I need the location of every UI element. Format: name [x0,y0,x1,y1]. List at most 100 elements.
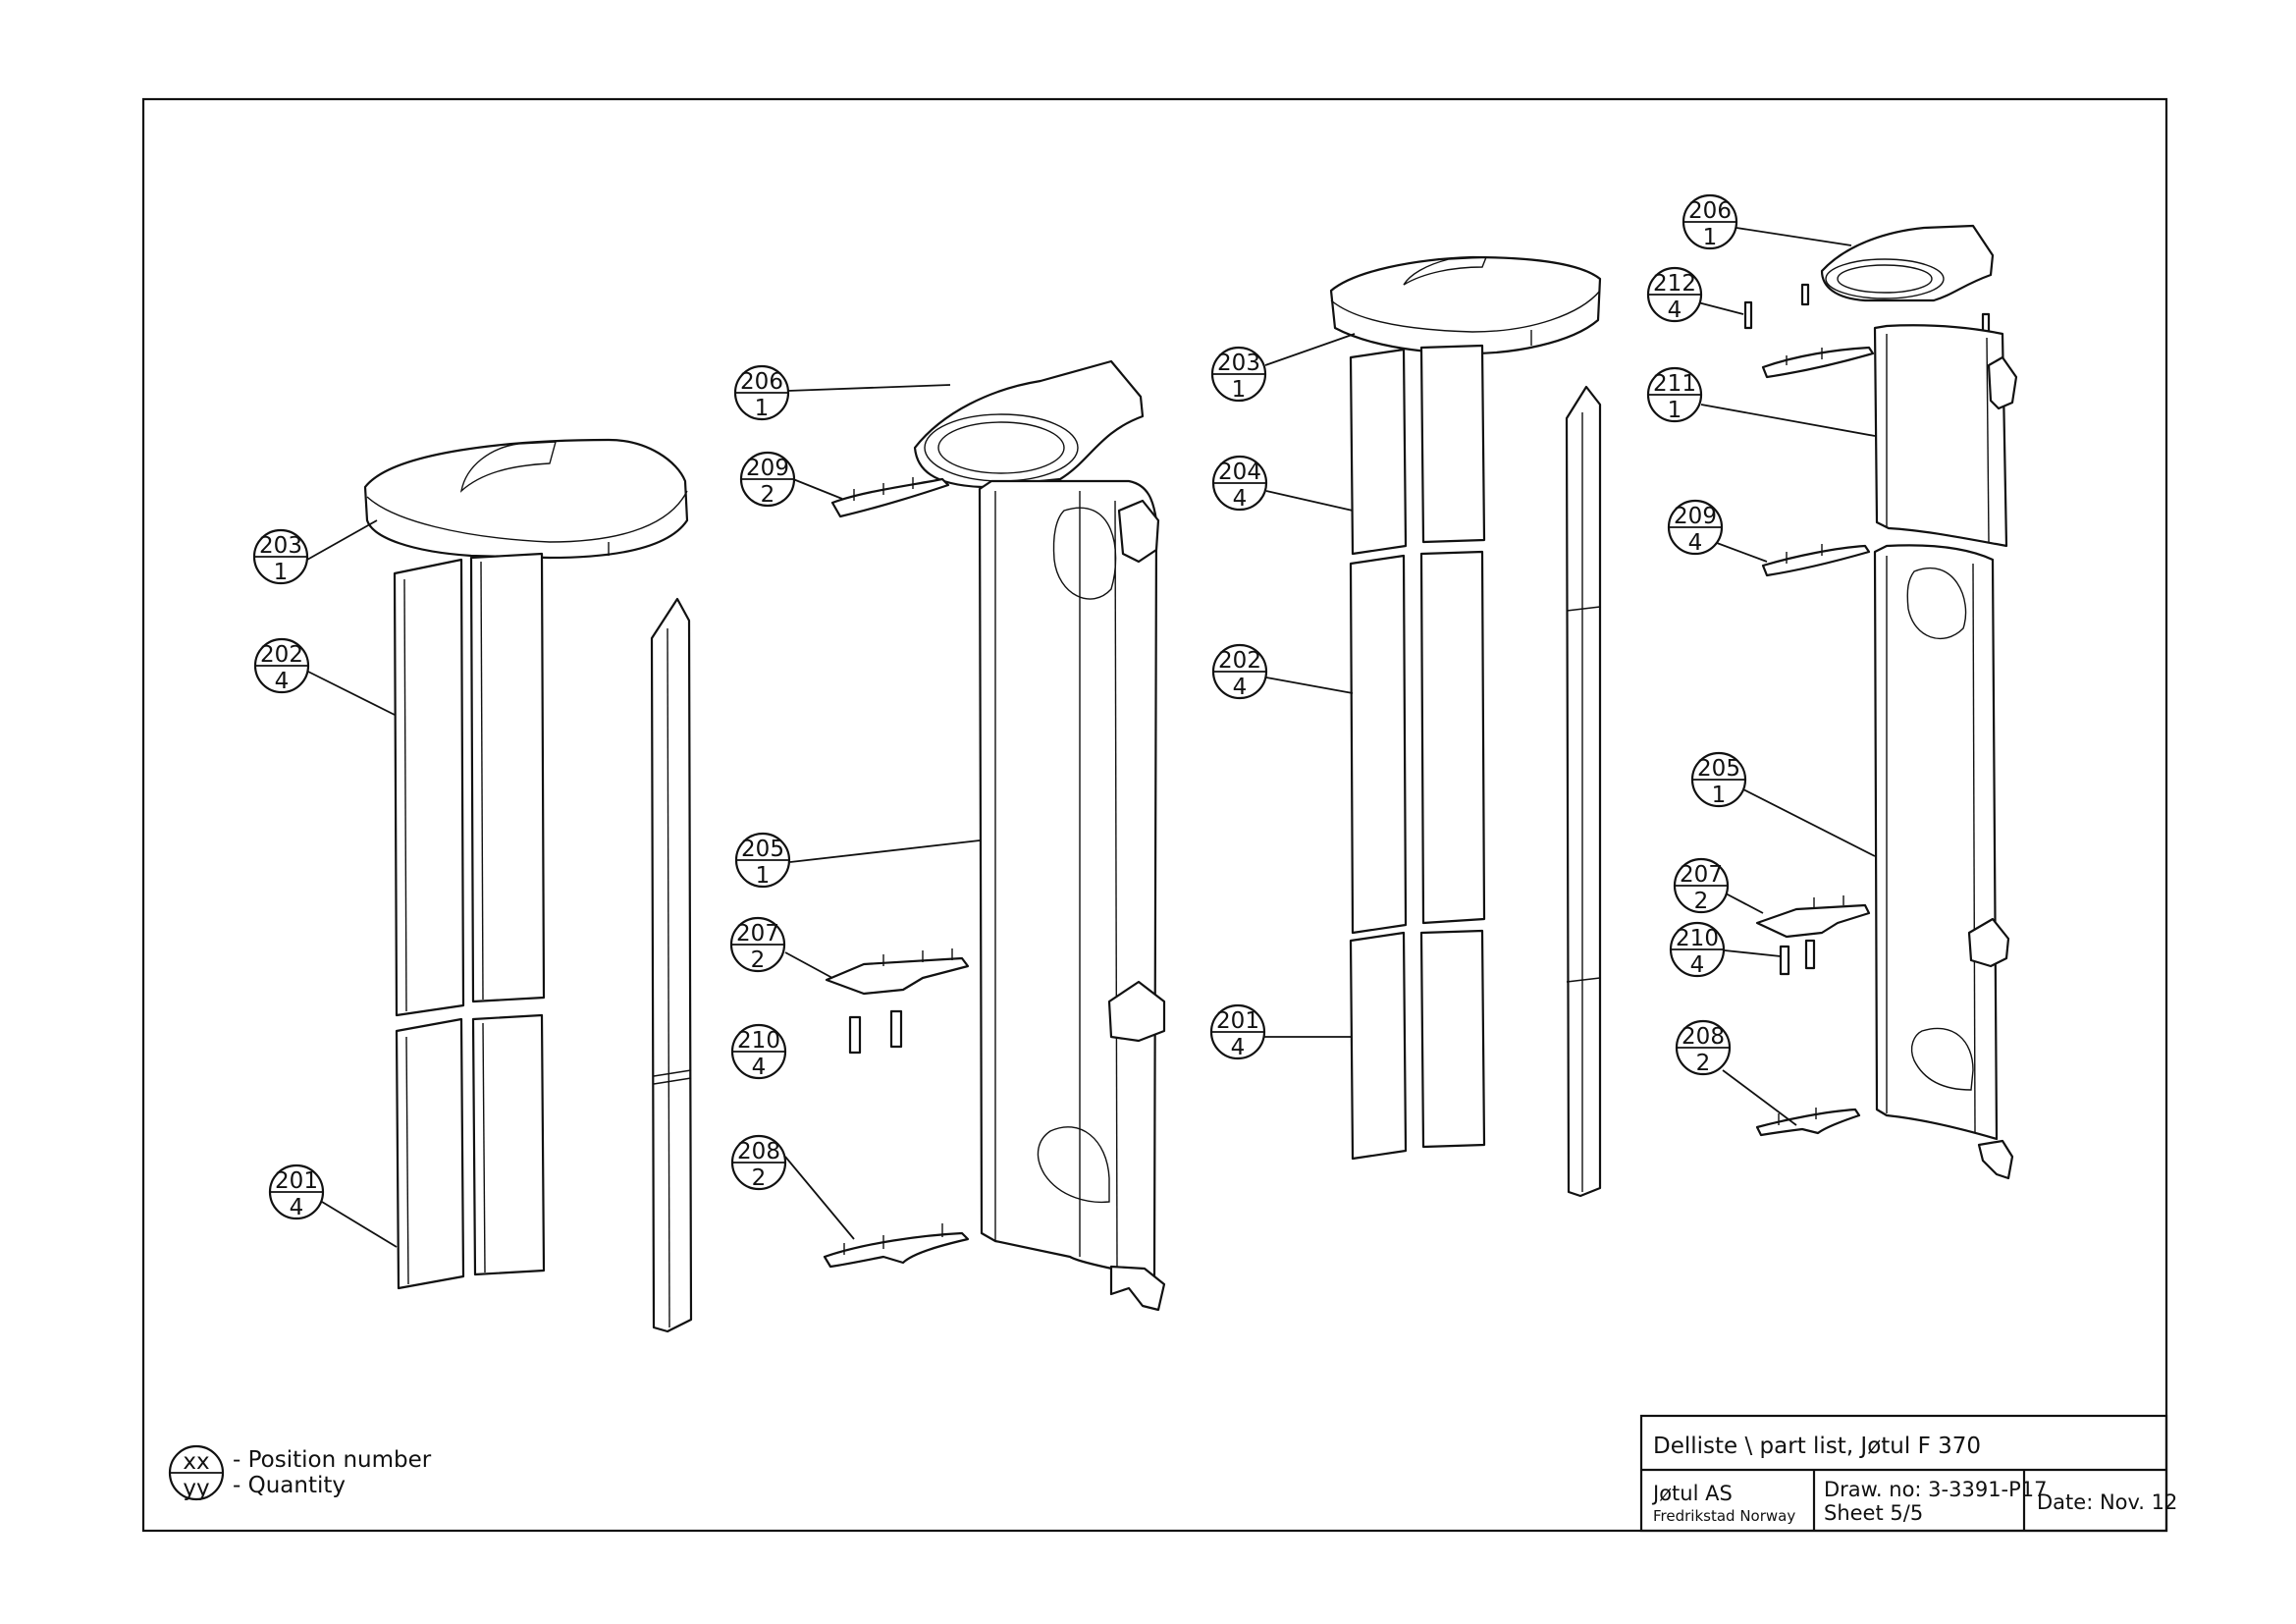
assembly-4 [1743,224,2018,1180]
legend-quantity-symbol: yy [183,1476,209,1501]
screws-210 [848,1009,903,1055]
callout-quantity: 2 [752,1165,767,1191]
side-panels-202b [1349,550,1486,935]
callout-position: 202 [260,642,303,668]
upper-shell-211 [1873,324,2018,548]
callout-quantity: 2 [751,947,766,973]
callout-210b: 210 4 [1669,921,1726,978]
callout-208: 208 2 [730,1134,787,1191]
callout-quantity: 4 [752,1055,767,1080]
callout-quantity: 1 [274,560,289,585]
side-panels-201 [395,1013,546,1290]
callout-position: 201 [1216,1008,1259,1034]
sheet-number: Sheet 5/5 [1824,1501,1923,1525]
callout-position: 204 [1218,460,1261,485]
callout-210: 210 4 [730,1023,787,1080]
callout-position: 205 [1697,756,1740,782]
bracket-207b [1755,895,1871,939]
callout-position: 208 [737,1139,780,1164]
bracket-208 [823,1223,970,1269]
callout-201: 201 4 [268,1164,325,1220]
callout-bubbles: 203 1 202 4 201 4 206 1 209 2 [252,193,1747,1220]
bracket-209 [830,477,950,518]
shell-205 [978,479,1166,1312]
callout-quantity: 4 [1231,1035,1246,1060]
callout-201b: 201 4 [1209,1003,1266,1060]
callout-206b: 206 1 [1682,193,1738,250]
cover-plate-206b [1820,224,1995,302]
callout-position: 209 [746,456,789,481]
legend-position-symbol: xx [183,1449,209,1475]
callout-quantity: 4 [1690,952,1705,978]
drawing-date: Date: Nov. 12 [2037,1490,2177,1514]
callout-position: 210 [737,1028,780,1054]
callout-position: 207 [736,921,779,947]
callout-position: 205 [741,837,784,862]
callout-209: 209 2 [739,451,796,508]
bracket-211 [1761,346,1875,379]
callout-quantity: 1 [755,396,770,421]
assembly-3 [1329,255,1602,1198]
callout-202b: 202 4 [1211,643,1268,700]
callout-212: 212 4 [1646,266,1703,323]
callout-208b: 208 2 [1675,1019,1732,1076]
callout-position: 208 [1682,1024,1725,1050]
callout-position: 210 [1676,926,1719,951]
callout-position: 206 [1688,198,1732,224]
company-name: Jøtul AS [1651,1482,1733,1505]
callout-quantity: 4 [1688,530,1703,556]
title-block: Delliste \ part list, Jøtul F 370 Jøtul … [1639,1414,2177,1533]
front-post-b [1565,385,1602,1198]
assembly-2 [823,359,1166,1312]
callout-quantity: 4 [275,669,290,694]
callout-position: 203 [259,533,302,559]
company-location: Fredrikstad Norway [1653,1507,1795,1525]
top-plate-203b [1329,255,1602,355]
callout-quantity: 1 [1232,377,1247,403]
callout-quantity: 2 [1694,889,1709,914]
callout-quantity: 4 [290,1195,304,1220]
callout-position: 211 [1653,371,1696,397]
side-panels-204 [1349,344,1486,556]
callout-207: 207 2 [729,916,786,973]
callout-203: 203 1 [252,528,309,585]
callout-206: 206 1 [733,364,790,421]
callout-quantity: 4 [1233,486,1248,512]
legend-position-text: - Position number [233,1447,432,1473]
callout-205: 205 1 [734,832,791,889]
callout-203b: 203 1 [1210,346,1267,403]
shell-205b [1873,544,2014,1180]
callout-211: 211 1 [1646,366,1703,423]
callout-position: 212 [1653,271,1696,297]
bracket-209b [1761,544,1871,577]
callout-205b: 205 1 [1690,751,1747,808]
legend: xx yy - Position number - Quantity [168,1444,432,1501]
callout-position: 209 [1674,504,1717,529]
callout-quantity: 4 [1668,298,1682,323]
title-text: Delliste \ part list, Jøtul F 370 [1653,1434,1981,1459]
callout-quantity: 4 [1233,675,1248,700]
callout-position: 206 [740,369,783,395]
callout-position: 203 [1217,351,1260,376]
leader-lines [306,227,1876,1248]
callout-quantity: 2 [1696,1051,1711,1076]
drawing-border [141,97,2168,1533]
drawing-number: Draw. no: 3-3391-P17 [1824,1478,2048,1501]
callout-quantity: 1 [1703,225,1718,250]
callout-quantity: 1 [1712,783,1727,808]
callout-position: 202 [1218,648,1261,674]
callout-position: 207 [1680,862,1723,888]
bracket-208b [1755,1108,1861,1137]
callout-quantity: 1 [756,863,771,889]
callout-207b: 207 2 [1673,857,1730,914]
screws-210b [1779,939,1816,976]
callout-204: 204 4 [1211,455,1268,512]
cover-plate-206 [913,359,1145,489]
front-post [650,597,693,1333]
callout-quantity: 1 [1668,398,1682,423]
callout-quantity: 2 [761,482,775,508]
callout-209b: 209 4 [1667,499,1724,556]
assembly-1 [363,438,693,1333]
legend-quantity-text: - Quantity [233,1473,346,1498]
